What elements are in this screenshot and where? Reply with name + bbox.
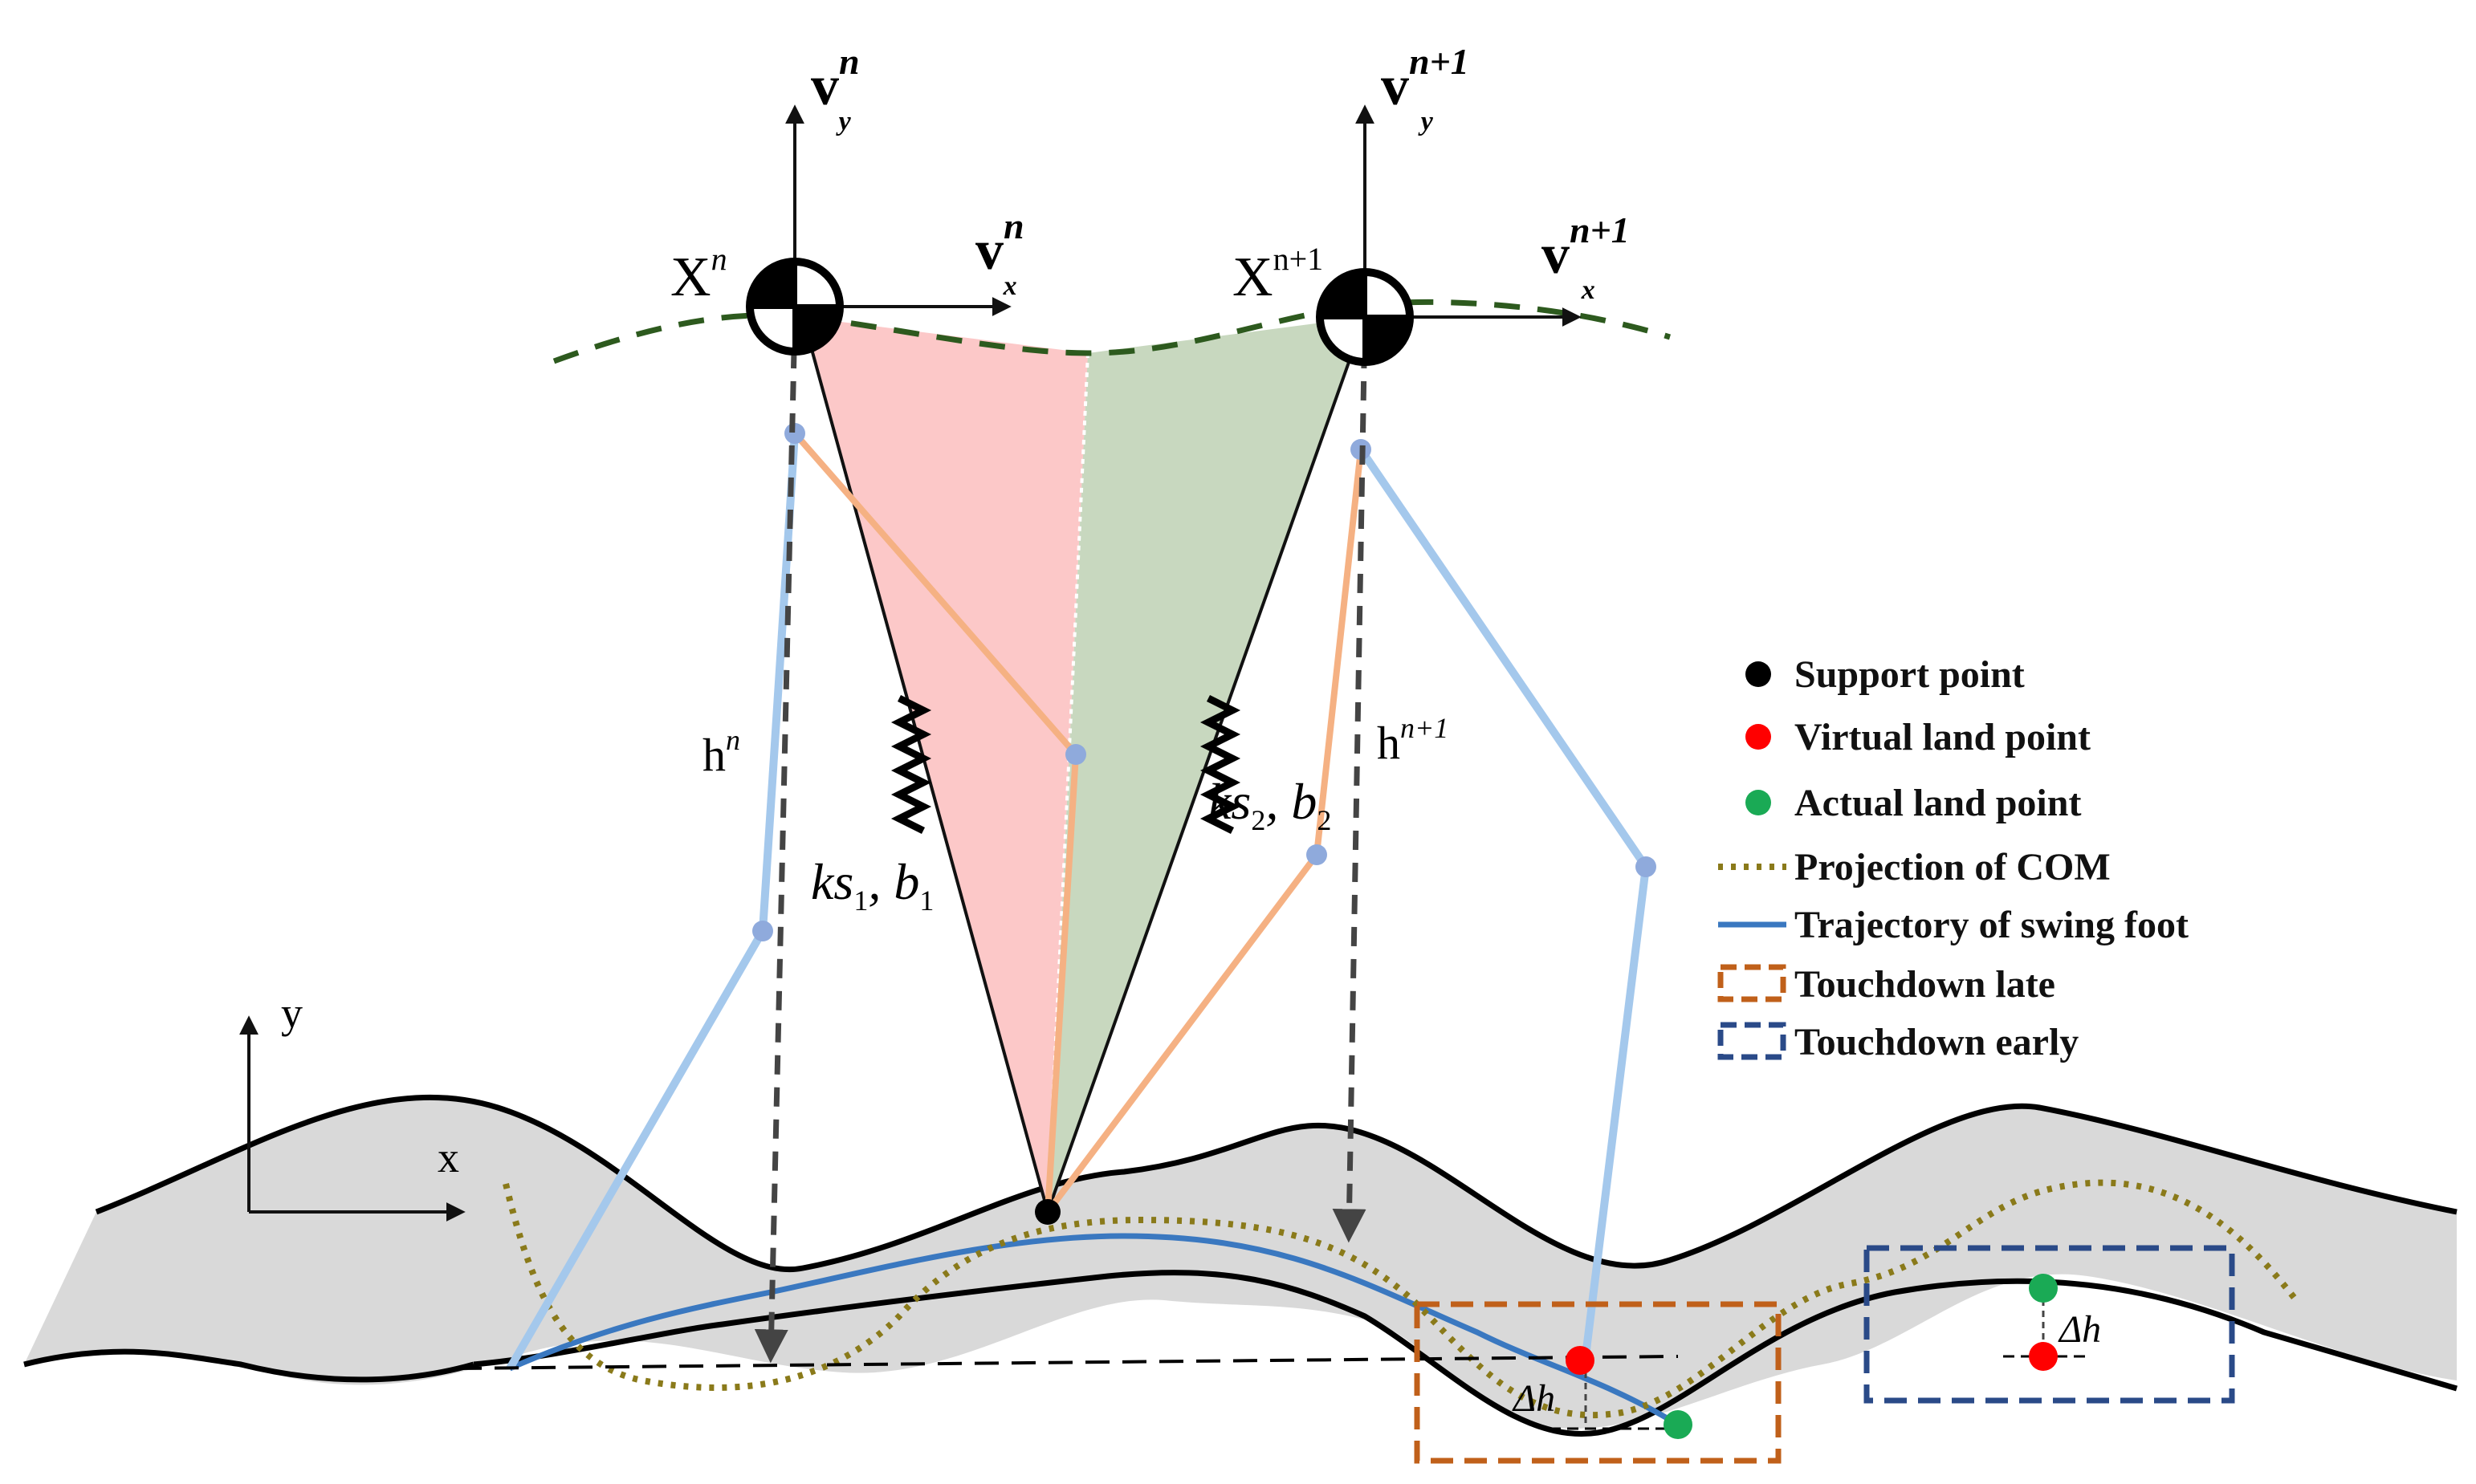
com-path	[552, 299, 1672, 364]
legend-early-icon	[1717, 1022, 1786, 1060]
legend-late-icon	[1717, 964, 1786, 1002]
joint-knee-right-orange	[1306, 844, 1327, 865]
label-h-n1: hn+1	[1377, 712, 1448, 769]
legend-com-label: Projection of COM	[1794, 846, 2111, 888]
legend-support-label: Support point	[1794, 653, 2025, 696]
joint-knee-right-blue	[1635, 856, 1656, 877]
label-spring-2: ks2, b2	[1208, 773, 1331, 836]
legend-late-label: Touchdown late	[1794, 963, 2055, 1006]
reference-line-left	[457, 1355, 1679, 1370]
legend: Support point Virtual land point Actual …	[1717, 653, 2189, 1063]
virtual-land-point-early	[2029, 1342, 2058, 1371]
ground-top-line	[95, 1094, 2458, 1273]
label-x-n1: Xn+1	[1232, 241, 1323, 308]
delta-h-early-label: Δh	[2058, 1308, 2101, 1351]
ground-band	[24, 1097, 2457, 1429]
height-arrow-right	[1332, 316, 1368, 1243]
axis-x-label: x	[438, 1133, 459, 1181]
legend-virtual-icon	[1745, 724, 1771, 750]
label-x-n: Xn	[670, 241, 727, 308]
legend-support-icon	[1745, 661, 1771, 687]
actual-land-point-early	[2029, 1274, 2058, 1303]
stance-region-pink	[803, 317, 1088, 1212]
label-h-n: hn	[702, 724, 740, 781]
label-spring-1: ks1, b1	[811, 853, 934, 917]
leg-1-black	[801, 316, 1049, 1213]
joint-knee-left-blue	[752, 921, 773, 941]
touchdown-early-box	[1863, 1245, 2235, 1404]
ground-bottom-line-left	[23, 1348, 474, 1383]
legend-virtual-label: Virtual land point	[1794, 716, 2091, 758]
legend-actual-label: Actual land point	[1794, 782, 2081, 824]
com-marker-left	[746, 258, 844, 356]
actual-land-point-late	[1664, 1410, 1692, 1439]
height-arrow-left	[754, 316, 798, 1364]
touchdown-late-box	[1414, 1301, 1782, 1464]
delta-h-late-label: Δh	[1512, 1377, 1555, 1420]
spring-1	[890, 694, 932, 835]
support-point	[1035, 1199, 1061, 1225]
spring-2	[1199, 694, 1241, 835]
virtual-land-point-late	[1566, 1346, 1594, 1375]
ground-bottom-line	[473, 1270, 2458, 1437]
com-marker-right	[1316, 268, 1414, 366]
legend-actual-icon	[1745, 790, 1771, 815]
axis-y-label: y	[281, 989, 303, 1037]
joint-knee-left-orange	[1065, 744, 1086, 765]
legend-early-label: Touchdown early	[1794, 1021, 2079, 1063]
swing-trajectory	[508, 1233, 1680, 1427]
leg-2-black	[1046, 316, 1366, 1213]
legend-swing-label: Trajectory of swing foot	[1794, 904, 2189, 946]
